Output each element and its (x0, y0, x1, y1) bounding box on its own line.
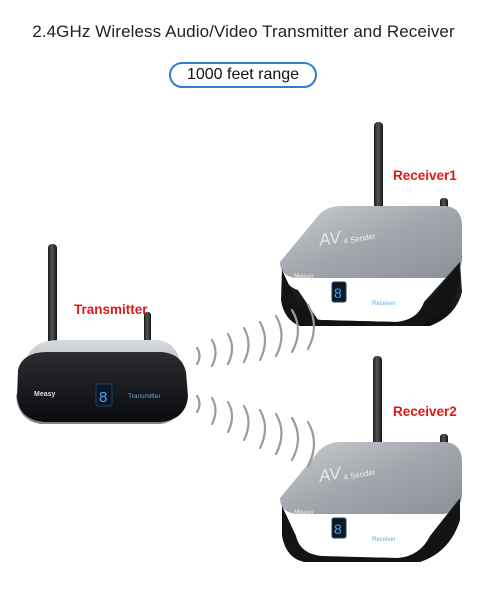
device-tag: Transmitter (128, 393, 161, 400)
transmitter-device (16, 244, 188, 424)
page-title: 2.4GHz Wireless Audio/Video Transmitter … (32, 22, 455, 41)
brand-logo: Measy (34, 391, 56, 398)
receiver1-device (280, 122, 462, 326)
receiver2-label: Receiver2 (393, 404, 457, 419)
range-badge: 1000 feet range (169, 62, 317, 88)
antenna-icon (48, 244, 57, 356)
model-logo: AV (316, 227, 343, 250)
display-digit: 8 (334, 285, 342, 301)
wireless-signal-icon (195, 303, 316, 468)
brand-logo: Measy (294, 509, 314, 516)
receiver1-label: Receiver1 (393, 168, 457, 183)
transmitter-label: Transmitter (74, 302, 148, 317)
display-digit: 8 (334, 521, 342, 537)
brand-logo: Measy (294, 273, 314, 280)
antenna-icon (374, 122, 383, 226)
antenna-icon (373, 356, 382, 460)
display-digit: 8 (99, 389, 107, 406)
model-logo: AV (316, 463, 343, 486)
receiver2-device (280, 356, 462, 562)
device-tag: Receiver (372, 537, 396, 543)
device-tag: Receiver (372, 301, 396, 307)
